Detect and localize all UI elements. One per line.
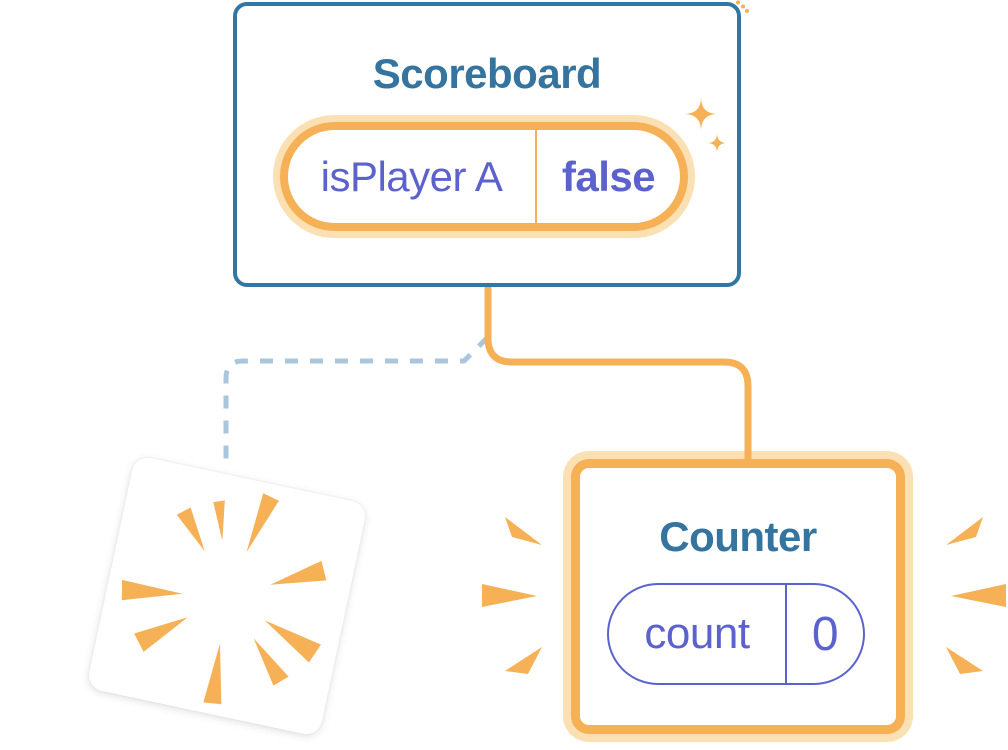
emphasis-marks-left-icon — [482, 517, 542, 674]
emphasis-marks-right-icon — [946, 517, 1006, 674]
count-value: 0 — [811, 607, 839, 661]
count-key: count — [644, 609, 750, 658]
pill-divider — [535, 130, 537, 223]
destroyed-component-card — [85, 454, 369, 738]
connector-dashed — [223, 335, 490, 459]
scoreboard-card: Scoreboard isPlayer A false — [233, 2, 741, 287]
burst-icon — [121, 493, 327, 705]
counter-state-pill: count 0 — [607, 583, 865, 685]
state-value: false — [561, 152, 656, 200]
scoreboard-state-pill: isPlayer A false — [273, 115, 695, 238]
state-key: isPlayer A — [320, 152, 503, 200]
counter-title: Counter — [659, 513, 817, 560]
scoreboard-title: Scoreboard — [372, 50, 602, 97]
counter-card: Counter count 0 — [563, 451, 913, 742]
connector-solid — [484, 287, 752, 463]
pill-divider — [785, 585, 787, 683]
